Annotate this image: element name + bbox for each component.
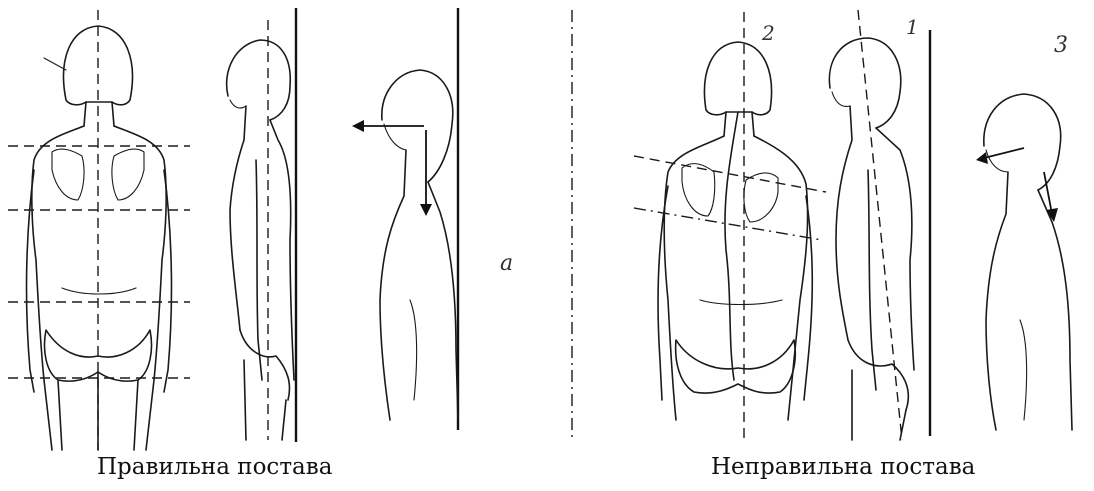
incorrect-side-plumb-line (858, 10, 902, 440)
correct-side-view-figure (227, 8, 296, 442)
caption-incorrect-posture: Неправильна постава (711, 454, 975, 480)
figure-number-2: 2 (761, 21, 775, 45)
correct-profile-figure (352, 8, 458, 430)
correct-back-view-figure (27, 26, 172, 450)
incorrect-side-view-figure (829, 30, 930, 440)
correct-back-guides (8, 10, 190, 450)
incorrect-profile-figure (976, 94, 1072, 430)
panel-label-a: a (500, 251, 513, 276)
caption-correct-posture: Правильна постава (97, 454, 332, 480)
figure-number-3: 3 (1054, 33, 1068, 58)
incorrect-back-view-figure (658, 42, 812, 420)
figure-number-1: 1 (906, 15, 919, 39)
